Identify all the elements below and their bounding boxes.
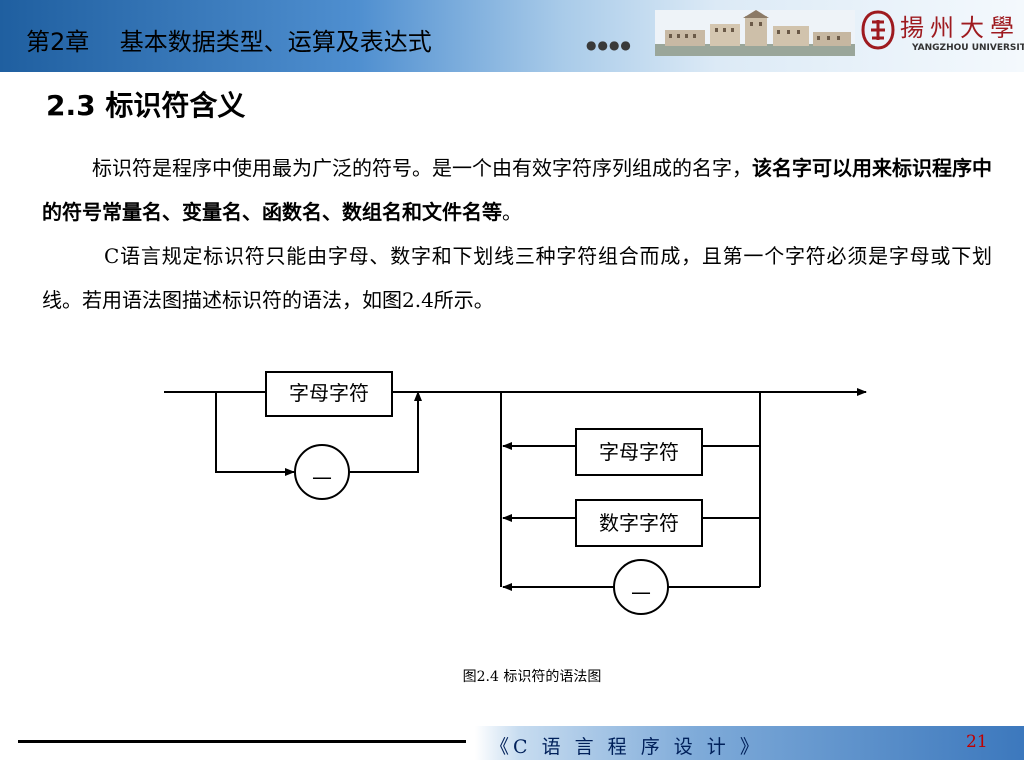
paragraph-1-bold-text: 该名字可以用来标识程序中的符号常量名、变量名、函数名、数组名和文件名等 [42,156,992,224]
campus-image [655,10,855,56]
footer-bar [475,726,1024,760]
paragraph-1-text: 标识符是程序中使用最为广泛的符号。是一个由有效字符序列组成的名字， [92,156,752,180]
chapter-title: 第2章 基本数据类型、运算及表达式 [26,28,432,56]
logo-name: 揚州大學 [900,14,1020,42]
page-number: 21 [966,732,988,752]
letter-box-1-label: 字母字符 [289,381,369,405]
seal-icon [861,10,895,50]
paragraph-1: 标识符是程序中使用最为广泛的符号。是一个由有效字符序列组成的名字，该名字可以用来… [42,146,992,234]
letter-box-2-label: 字母字符 [599,440,679,464]
digit-box-label: 数字字符 [599,511,679,535]
logo-english-name: YANGZHOU UNIVERSITY [912,43,1024,53]
course-title: 《C 语 言 程 序 设 计 》 [490,736,763,758]
decorative-dots: ●●●● [586,38,632,52]
footer-rule [18,740,466,743]
underscore-branch-out [350,392,419,473]
figure-caption: 图2.4 标识符的语法图 [462,669,602,685]
underscore-1-label: — [312,465,332,489]
letter-box-2 [575,428,703,476]
digit-box [575,499,703,547]
letter-box-1 [265,371,393,417]
section-title: 2.3 标识符含义 [46,89,246,122]
paragraph-2: C语言规定标识符只能由字母、数字和下划线三种字符组合而成，且第一个字符必须是字母… [42,244,992,312]
university-logo: 揚州大學 YANGZHOU UNIVERSITY [860,6,1024,62]
paragraph-1-end: 。 [502,200,522,224]
header-bar: 第2章 基本数据类型、运算及表达式 ●●●● 揚州大學 YANGZHOU UNI… [0,0,1024,72]
underscore-branch-in [215,392,295,476]
underscore-2-label: — [631,580,651,604]
underscore-circle-1 [294,444,350,500]
underscore-circle-2 [613,559,669,615]
